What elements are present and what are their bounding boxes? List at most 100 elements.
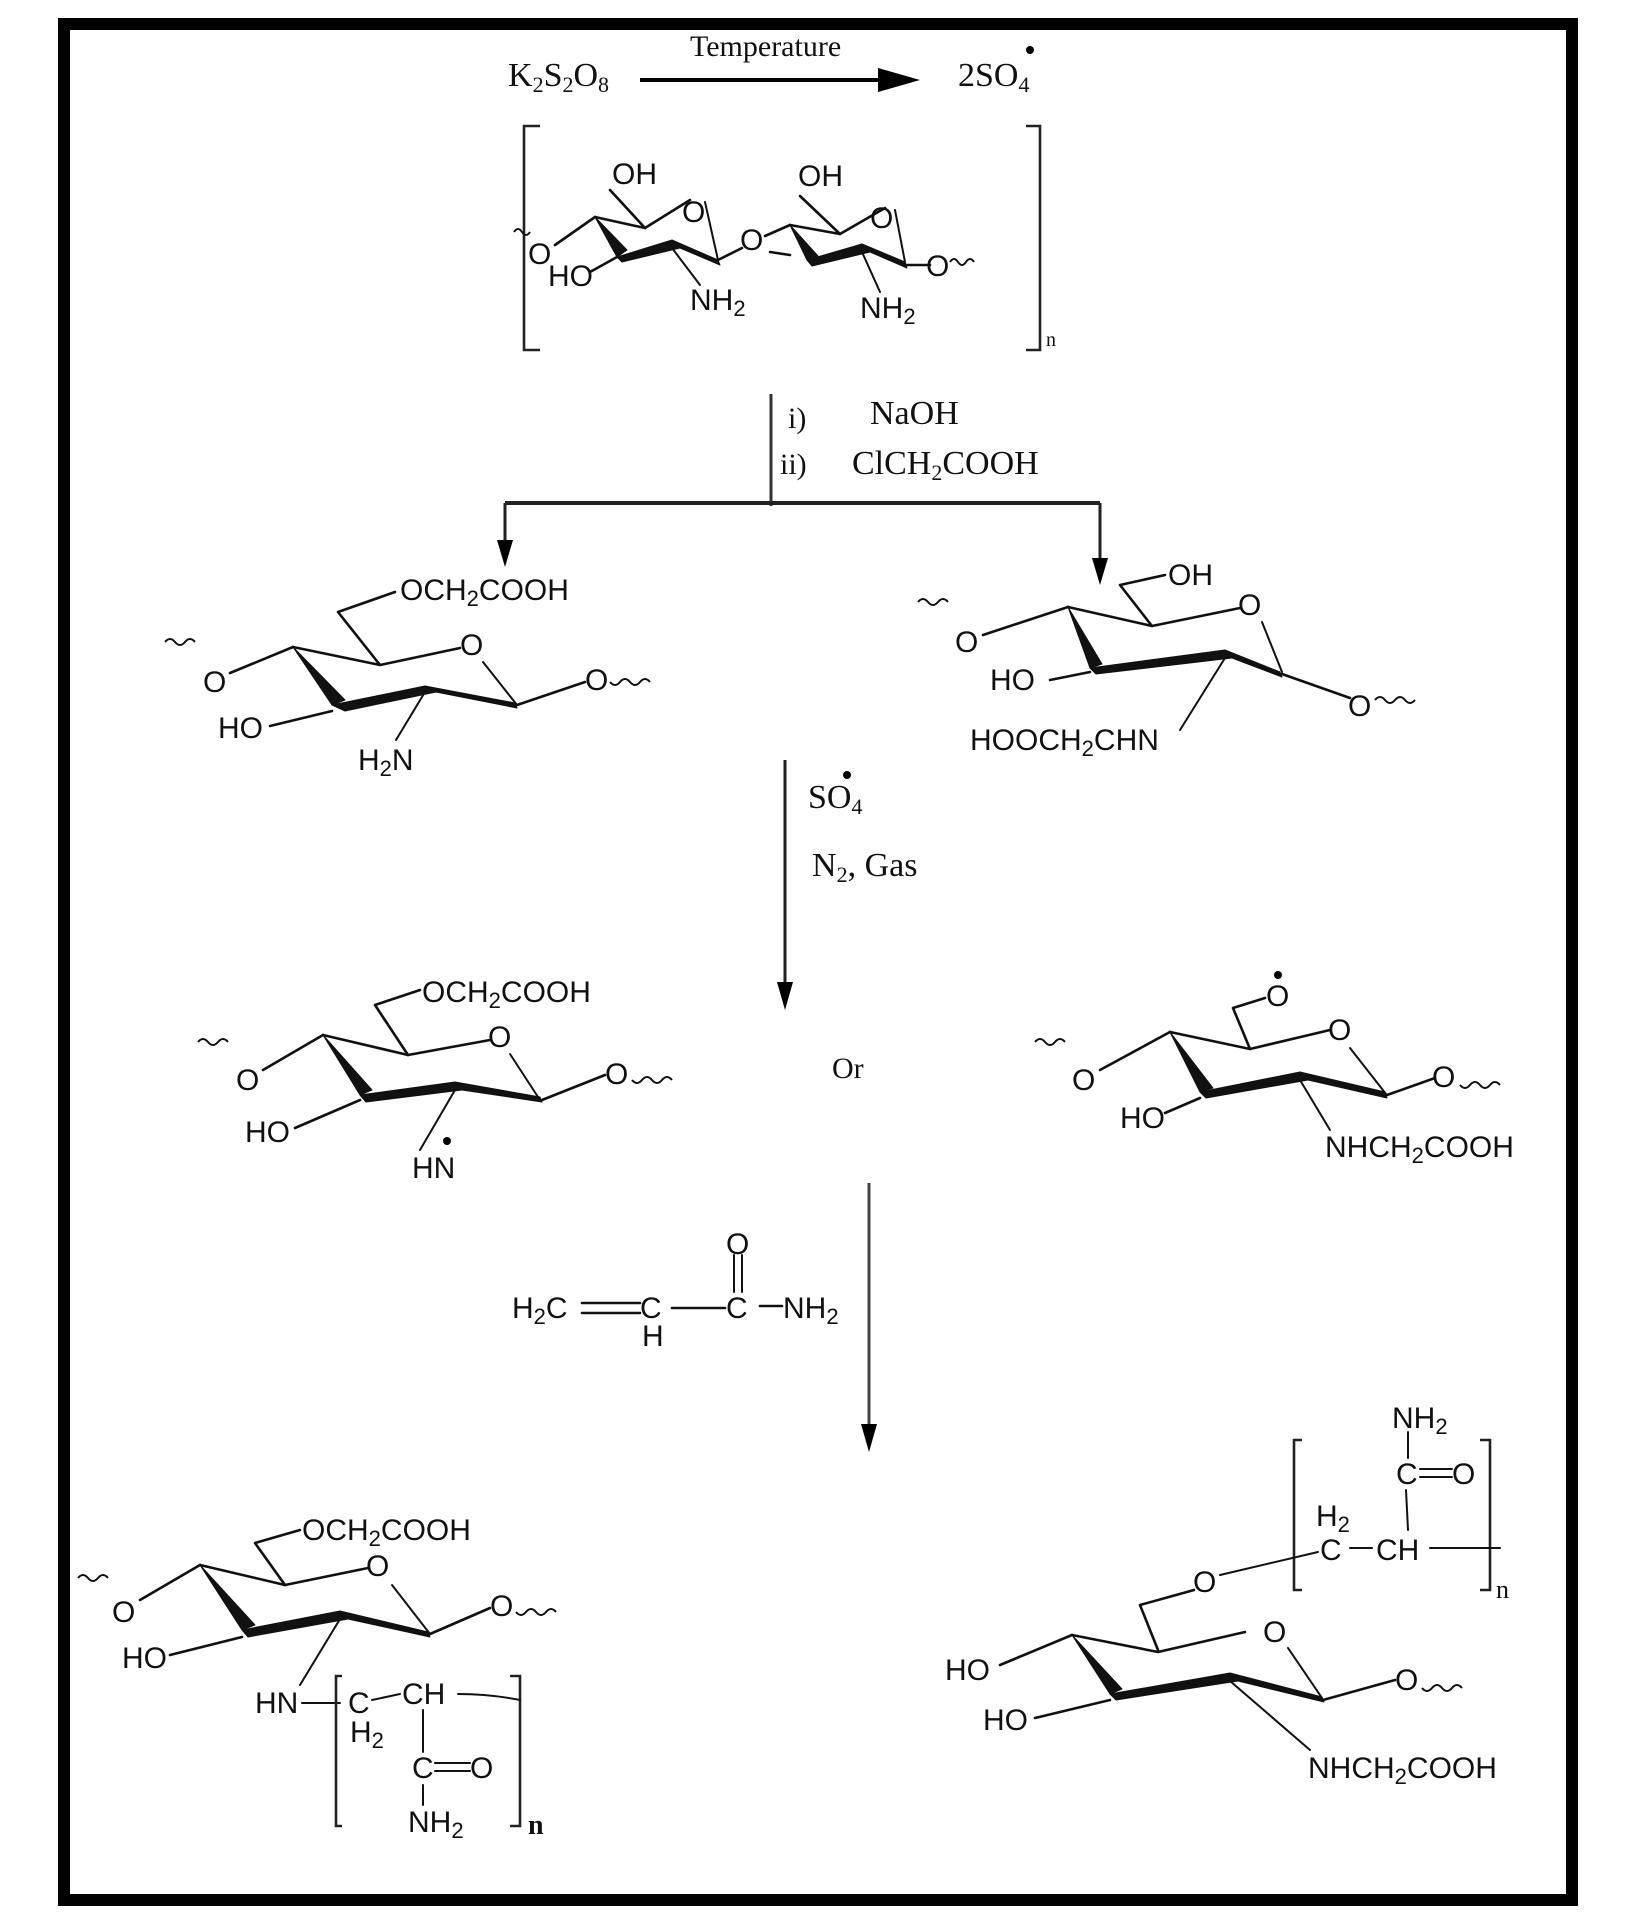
hydroxyl-label: HO (218, 712, 263, 745)
chain-continuation-icon (164, 638, 196, 646)
bond (1118, 573, 1167, 628)
bond (540, 1073, 607, 1102)
hydroxyl-label: HO (548, 260, 593, 293)
n-carboxymethyl-chitosan: O O O OH HO HOOCH2CHN (917, 559, 1416, 761)
wedge-bond (1299, 1071, 1388, 1099)
glycosidic-o-left: O (236, 1064, 259, 1097)
hydroxyl-label: HO (122, 1642, 167, 1675)
scheme-border (58, 18, 1578, 1906)
bond (373, 988, 422, 1057)
chain-continuation-icon (197, 1038, 229, 1046)
ring-oxygen: O (1263, 1616, 1286, 1649)
bond (268, 709, 334, 728)
bond (419, 1089, 456, 1151)
chain-continuation-icon (513, 228, 531, 236)
amine-label: NHCH2COOH (1325, 1131, 1514, 1168)
ring-oxygen: O (870, 202, 893, 235)
carboxymethylation-step: i) NaOH ii) ClCH2COOH (497, 394, 1108, 585)
bond (253, 1528, 302, 1587)
amine-radical-label: HN (412, 1152, 455, 1185)
bond (457, 1693, 521, 1701)
bond (553, 215, 597, 247)
glycosidic-o-right: O (1432, 1061, 1455, 1094)
methylene-carbon: C (348, 1687, 370, 1720)
bond (1163, 1096, 1202, 1115)
right-bracket (510, 1674, 522, 1828)
wedge-bond (1071, 1634, 1123, 1695)
chain-continuation-icon (917, 598, 949, 606)
bond (299, 1618, 341, 1686)
glycosidic-o-left: O (955, 626, 978, 659)
amide-label: NH2 (1392, 1402, 1448, 1439)
nitrogen-gas-label: N2, Gas (812, 847, 917, 887)
step3-arrowhead (861, 1424, 877, 1452)
glycosidic-o: O (926, 250, 949, 283)
repeat-n: n (1046, 329, 1056, 351)
bond (1033, 1698, 1112, 1720)
sulfate-radical-label: 2SO4 (958, 57, 1029, 97)
bond (228, 645, 295, 675)
hydroxyl-label: HO (983, 1704, 1028, 1737)
amine-label: HOOCH2CHN (970, 724, 1159, 761)
chain-continuation-icon (77, 1574, 109, 1582)
bond (894, 209, 906, 263)
bond (588, 255, 619, 274)
methine-label: CH (402, 1678, 445, 1711)
amide-label: NH2 (408, 1806, 464, 1843)
bond (515, 680, 587, 707)
glycosidic-o-left: O (1072, 1064, 1095, 1097)
bond (1070, 1630, 1247, 1654)
methylene-h-label: H2 (350, 1716, 384, 1753)
amine-label: H2N (358, 744, 414, 781)
initiation-arrowhead (878, 68, 920, 92)
chain-continuation-icon (1374, 696, 1416, 704)
bond (716, 246, 744, 262)
wedge-bond (359, 1081, 463, 1103)
wedge-bond (1169, 1031, 1214, 1093)
branch-arrowhead-right (1092, 558, 1108, 585)
amine-label: NHCH2COOH (1308, 1752, 1497, 1789)
hydroxyl-label: OH (612, 158, 657, 191)
chain-continuation-icon (631, 1076, 673, 1084)
methine-label: CH (1376, 1534, 1419, 1567)
radical-dot (843, 771, 851, 779)
carbonyl-oxygen: O (1452, 1458, 1475, 1491)
bond (1229, 1680, 1311, 1751)
step-i-number: i) (788, 402, 806, 435)
bridging-oxygen: O (740, 224, 763, 257)
right-bracket (1480, 1438, 1492, 1592)
branch-arrowhead-left (497, 540, 513, 567)
carbonyl-carbon: C (412, 1752, 434, 1785)
wedge-bond (616, 239, 681, 263)
methine-h-label: H (642, 1320, 664, 1353)
ring-oxygen: O (1238, 589, 1261, 622)
chain-continuation-icon (1459, 1081, 1501, 1089)
chain-continuation-icon (609, 678, 651, 686)
glycosidic-o-right: O (490, 1590, 513, 1623)
bond (138, 1563, 202, 1602)
bond (1098, 1030, 1172, 1072)
repeat-n: n (528, 1810, 544, 1841)
chain-continuation-icon (1421, 1684, 1463, 1692)
methylene-h-label: H2 (1316, 1500, 1350, 1537)
hydroxyl-label: HO (1120, 1102, 1165, 1135)
bond (1299, 1079, 1331, 1131)
bond (482, 661, 518, 706)
ether-linker-o: O (1193, 1566, 1216, 1599)
sulfate-radical-reagent: SO4 (808, 779, 862, 819)
right-bracket (1026, 124, 1042, 352)
amine-label: NH2 (690, 284, 746, 321)
carbonyl-oxygen: O (470, 1752, 493, 1785)
chitosan-structure: n O O OH HO NH2 O O OH NH2 O (513, 124, 1056, 352)
acrylamide-monomer: H2C C H C O NH2 (512, 1183, 877, 1452)
bond (391, 1584, 431, 1635)
bond (798, 194, 842, 236)
bond (371, 1693, 401, 1701)
bond (704, 201, 719, 261)
bond (998, 1633, 1074, 1667)
carbonyl-carbon: C (726, 1292, 748, 1325)
bond (1179, 657, 1226, 731)
hydroxyl-label: OH (798, 160, 843, 193)
wedge-bond (1109, 1672, 1239, 1701)
bond (168, 1635, 244, 1657)
